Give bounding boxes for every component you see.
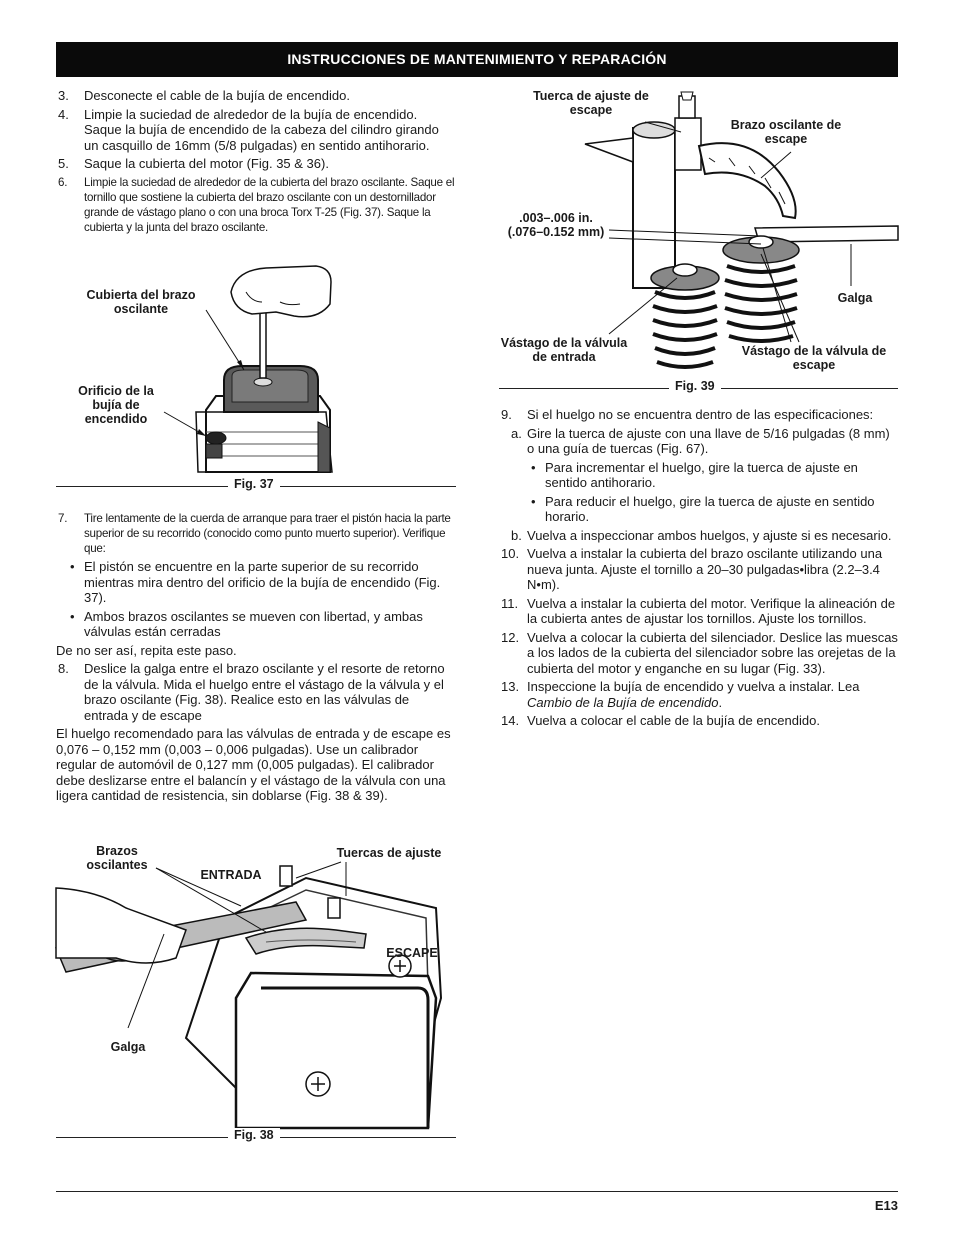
label-exhaust-stem: Vástago de la válvula de escape [741,344,887,372]
left-column-lower: 7. Tire lentamente de la cuerda de arranq… [56,511,456,807]
figure-39: Tuerca de ajuste de escape Brazo oscilan… [499,88,899,395]
step-number: 11. [501,595,519,611]
bullet-dot: • [70,559,75,574]
bullet-piston: • El pistón se encuentre en la parte supe… [56,559,456,606]
step-4: 4. Limpie la suciedad de alrededor de la … [56,107,456,154]
substep-text: Gire la tuerca de ajuste con una llave d… [527,425,890,457]
step-14: 14. Vuelva a colocar el cable de la bujía… [499,713,898,729]
label-gauge: Galga [110,1040,146,1054]
step-number: 3. [58,88,69,103]
bullet-dot: • [70,608,75,624]
step-text-emphasis: Cambio de la Bujía de encendido [527,694,719,710]
step-5: 5. Saque la cubierta del motor (Fig. 35 &… [56,156,456,172]
label-rocker-arms: Brazos oscilantes [86,844,148,872]
step-number: 13. [501,679,520,694]
bullet-text: Para incrementar el huelgo, gire la tuer… [545,459,858,491]
step-10: 10. Vuelva a instalar la cubierta del bra… [499,546,898,593]
step-9: 9. Si el huelgo no se encuentra dentro de… [499,407,898,423]
substep-letter: b. [511,527,522,543]
step-text: Inspeccione la bujía de encendido y vuel… [527,679,860,694]
bullet-text: El pistón se encuentre en la parte super… [84,559,441,605]
step-text: Vuelva a instalar la cubierta del brazo … [527,546,883,592]
step-text: Desconecte el cable de la bujía de encen… [84,88,350,103]
step-text: Vuelva a colocar el cable de la bujía de… [527,713,820,728]
label-gap-spec: .003–.006 in. (.076–0.152 mm) [507,211,605,239]
step-text: Limpie la suciedad de alrededor de la cu… [84,175,455,234]
bullet-dot: • [531,459,536,475]
step-text: Saque la cubierta del motor (Fig. 35 & 3… [84,156,329,171]
label-gauge: Galga [837,291,873,305]
label-rocker-cover: Cubierta del brazo oscilante [86,288,196,316]
step-number: 4. [58,106,69,122]
label-exhaust-nut: Tuerca de ajuste de escape [533,89,649,117]
step-12: 12. Vuelva a colocar la cubierta del sile… [499,630,898,677]
fig39-illustration [584,91,899,369]
left-column: 3. Desconecte el cable de la bujía de enc… [56,88,456,238]
section-header: INSTRUCCIONES DE MANTENIMIENTO Y REPARAC… [56,42,898,77]
step-text: Tire lentamente de la cuerda de arranque… [84,512,451,555]
right-column: 9. Si el huelgo no se encuentra dentro de… [499,407,898,732]
step-text: Deslice la galga entre el brazo oscilant… [84,661,445,723]
substep-text: Vuelva a inspeccionar ambos huelgos, y a… [527,527,892,543]
fig37-caption: Fig. 37 [228,477,280,493]
step-13: 13. Inspeccione la bujía de encendido y v… [499,679,898,710]
label-exhaust-rocker-arm: Brazo oscilante de escape [730,118,842,146]
substep-a: a. Gire la tuerca de ajuste con una llave… [499,426,898,457]
bullet-dot: • [531,493,536,509]
step-number: 6. [58,175,68,189]
step-number: 7. [58,512,68,525]
step-number: 9. [501,407,512,422]
substep-letter: a. [511,425,522,441]
step-text: Limpie la suciedad de alrededor de la bu… [84,106,439,153]
repeat-note: De no ser así, repita este paso. [56,642,237,658]
label-intake: ENTRADA [200,868,262,882]
step-number: 14. [501,713,520,728]
bullet-increase: • Para incrementar el huelgo, gire la tue… [499,460,898,491]
fig38-caption: Fig. 38 [228,1128,280,1144]
step-number: 8. [58,661,69,676]
step-8: 8. Deslice la galga entre el brazo oscila… [56,661,456,723]
bullet-rockers: • Ambos brazos oscilantes se mueven con l… [56,609,456,640]
step-number: 5. [58,156,69,171]
fig38-illustration [54,861,443,1130]
substep-b: b. Vuelva a inspeccionar ambos huelgos, y… [499,528,898,544]
step-text: Vuelva a colocar la cubierta del silenci… [527,629,898,676]
step-number: 12. [501,629,520,645]
label-intake-stem: Vástago de la válvula de entrada [500,336,628,364]
figure-37: Cubierta del brazo oscilante Orificio de… [56,262,456,494]
step-11: 11. Vuelva a instalar la cubierta del mot… [499,596,898,627]
step-text: Si el huelgo no se encuentra dentro de l… [527,407,874,422]
step-7: 7. Tire lentamente de la cuerda de arranq… [56,511,456,556]
step-3: 3. Desconecte el cable de la bujía de enc… [56,88,456,104]
label-adjusting-nuts: Tuercas de ajuste [336,846,442,860]
footer-rule [56,1191,898,1192]
fig37-illustration [163,265,333,473]
step-number: 10. [501,546,520,561]
label-spark-plug-hole: Orificio de la bujía de encendido [78,384,154,426]
gap-paragraph: El huelgo recomendado para las válvulas … [56,726,451,803]
page-number: E13 [874,1198,898,1213]
step-text: Vuelva a instalar la cubierta del motor.… [527,595,896,627]
step-6: 6. Limpie la suciedad de alrededor de la … [56,175,456,235]
fig39-caption: Fig. 39 [669,379,721,395]
label-exhaust: ESCAPE [386,946,438,960]
figure-38: Brazos oscilantes ENTRADA Tuercas de aju… [54,838,456,1148]
bullet-text: Ambos brazos oscilantes se mueven con li… [84,608,423,640]
step-text-end: . [718,694,723,710]
bullet-decrease: • Para reducir el huelgo, gire la tuerca … [499,494,898,525]
bullet-text: Para reducir el huelgo, gire la tuerca d… [545,493,875,525]
